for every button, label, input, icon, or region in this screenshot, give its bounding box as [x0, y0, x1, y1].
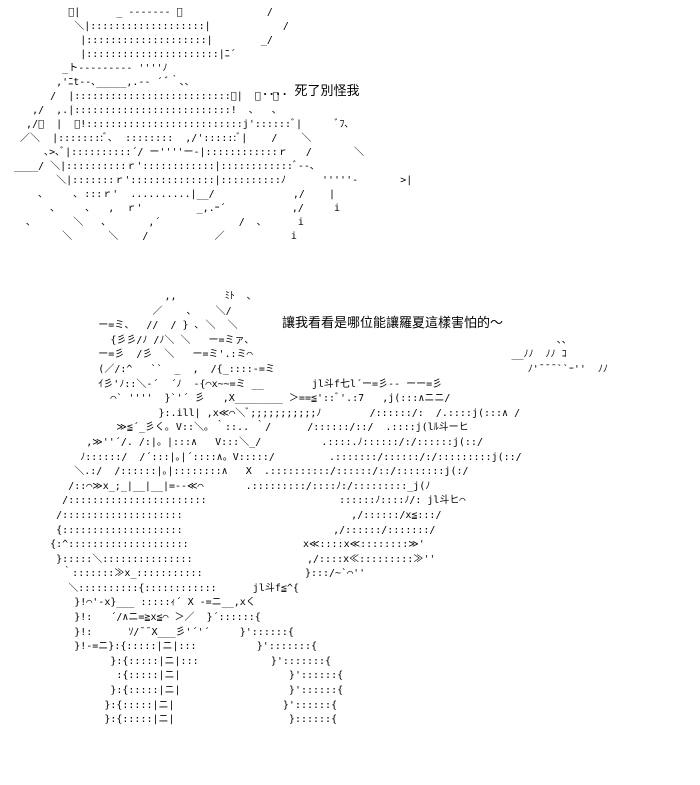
ascii-art-masked-figure: ﾞ| _ ------- ､ / ＼|:::::::::::::::::::| … — [14, 7, 413, 242]
ascii-art-rider-and-creature: ,, ﾐﾄ ､ ／ ､ ＼/ ー=ミ、 // / } ､ ＼ ＼ {彡彡/ﾉ /… — [50, 291, 608, 726]
dialogue-caption-question: 讓我看看是哪位能讓羅夏這樣害怕的～ — [282, 316, 504, 331]
dialogue-caption-warning: ．．．．死了別怪我 — [262, 84, 360, 99]
